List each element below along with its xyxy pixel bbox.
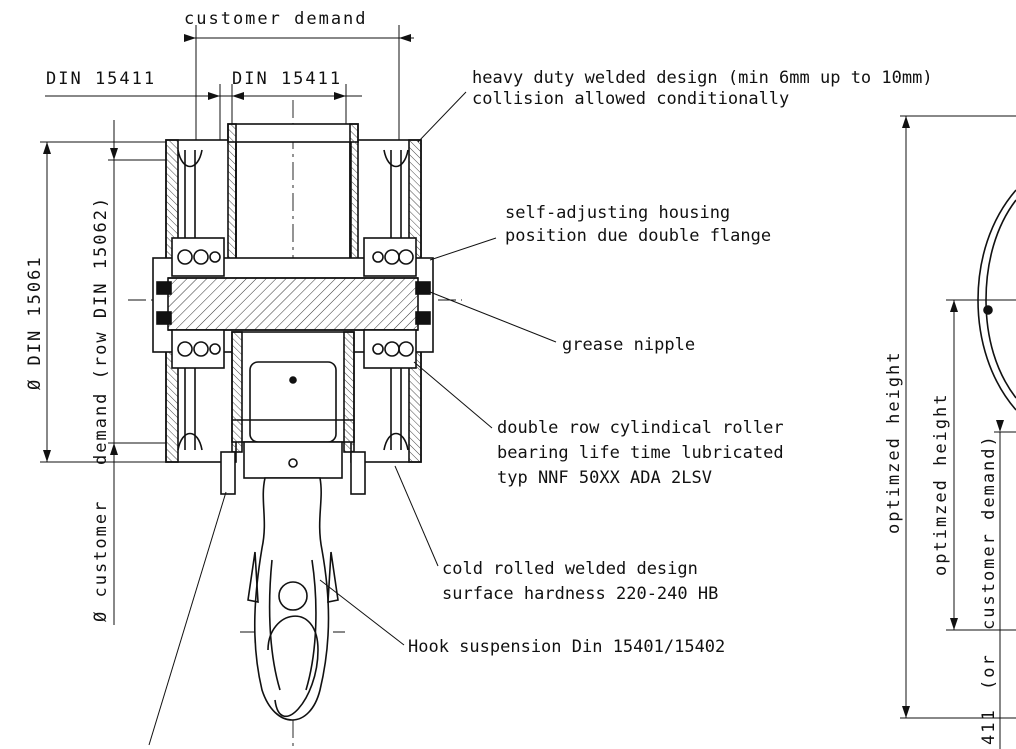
demand-row-din-label: demand (row DIN 15062) (91, 196, 111, 465)
cold-rolled-line1: cold rolled welded design (442, 559, 698, 579)
right-dimensions (900, 115, 1016, 749)
housing-line1: self-adjusting housing (505, 203, 730, 223)
grease-nipple-label: grease nipple (562, 335, 695, 355)
customer-demand-right-label: customer demand) (979, 434, 999, 630)
customer-demand-top-label: customer demand (184, 9, 368, 29)
din-411-partial-label: 411 (979, 708, 999, 745)
side-view-wheel (977, 189, 1016, 411)
left-dimensions (40, 120, 190, 625)
dia-customer-label: Ø customer (91, 500, 111, 622)
welded-design-line1: heavy duty welded design (min 6mm up to … (472, 68, 933, 88)
welded-design-line2: collision allowed conditionally (472, 89, 789, 109)
leader-lines (148, 91, 557, 746)
hook-suspension-label: Hook suspension Din 15401/15402 (408, 637, 725, 657)
dia-din-15061-label: Ø DIN 15061 (25, 255, 45, 390)
din-15411-right-label: DIN 15411 (232, 69, 342, 89)
or-prefix-label: (or (979, 653, 999, 690)
bearing-line2: bearing life time lubricated (497, 443, 784, 463)
optimized-height-outer-label: optimzed height (884, 350, 904, 534)
din-15411-left-label: DIN 15411 (46, 69, 156, 89)
bearing-line3: typ NNF 50XX ADA 2LSV (497, 468, 712, 488)
housing-line2: position due double flange (505, 226, 771, 246)
optimized-height-inner-label: optimzed height (931, 392, 951, 576)
bearing-line1: double row cylindical roller (497, 418, 784, 438)
top-dimensions (45, 25, 414, 140)
cold-rolled-line2: surface hardness 220-240 HB (442, 584, 718, 604)
wheel-assembly (152, 123, 434, 721)
